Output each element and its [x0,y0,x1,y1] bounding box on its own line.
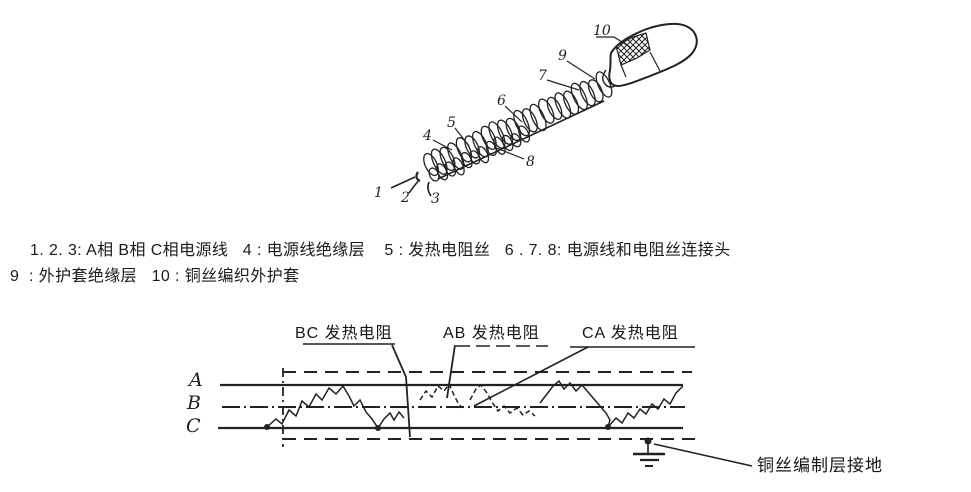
resistor-squiggles [264,379,684,431]
part-label-10: 10 [593,23,611,39]
part-label-2: 2 [400,190,410,206]
part-label-5: 5 [447,115,456,131]
part-label-4: 4 [422,128,432,144]
ground-label: 铜丝编制层接地 [757,456,883,475]
copper-braid-patch [615,32,661,78]
resistor-circuit-figure: A B C [186,324,883,475]
resistor-squiggle-end [607,385,684,428]
ground-symbol [633,437,753,467]
phase-label-a: A [187,369,203,391]
resistor-label-leaders [303,343,695,438]
cable-structure-figure: 1 2 3 4 5 6 7 8 9 10 [374,22,698,207]
resistor-label-ab: AB 发热电阻 [443,324,540,342]
heating-coil [423,71,613,182]
power-wires [390,171,432,197]
part-label-6: 6 [497,93,506,109]
resistor-label-bc: BC 发热电阻 [295,324,393,342]
resistor-squiggle-right [539,379,611,428]
part-label-8: 8 [526,154,535,170]
part-leader-lines [432,36,631,160]
cable-core-line [437,100,605,180]
part-label-9: 9 [558,48,567,64]
resistor-label-ca: CA 发热电阻 [582,324,679,342]
phase-label-b: B [186,392,201,414]
resistor-ab-squiggle [419,382,463,409]
resistor-bc-squiggle [266,384,405,430]
ground-leader-line [653,443,753,467]
caption-line-1: 1. 2. 3: A相 B相 C相电源线 4 : 电源线绝缘层 5 : 发热电阻… [30,242,731,259]
phase-label-c: C [186,415,201,437]
braid-boundary [282,368,697,447]
resistor-ca-squiggle [469,383,536,417]
part-label-7: 7 [538,68,547,84]
part-label-1: 1 [374,185,383,201]
part-label-3: 3 [431,191,440,207]
outer-sheath [602,22,698,88]
caption-line-2: 9 : 外护套绝缘层 10 : 铜丝编织外护套 [10,268,300,285]
